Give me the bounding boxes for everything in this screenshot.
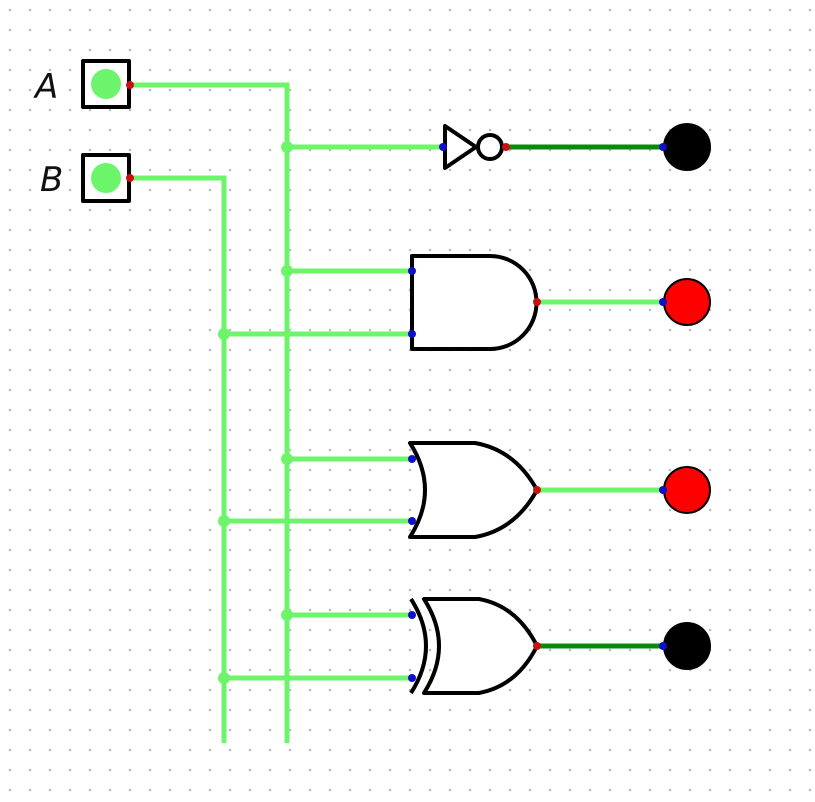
and-gate-body-icon	[410, 254, 539, 351]
output-led-not-pin	[659, 143, 667, 151]
xor-gate-input-pin-a	[408, 611, 416, 619]
input-a-state-icon[interactable]	[91, 69, 121, 99]
or-gate-input-pin-a	[408, 455, 416, 463]
junction	[218, 672, 230, 684]
input-b-state-icon[interactable]	[91, 163, 121, 193]
xor-gate-body-icon	[422, 597, 539, 695]
wire-a-bus	[130, 82, 290, 743]
not-gate-bubble-icon	[476, 133, 504, 161]
input-b-label: B	[40, 160, 63, 200]
xor-gate-input-pin-b	[408, 674, 416, 682]
not-gate-output-pin	[502, 143, 510, 151]
not-gate-input-pin	[439, 143, 447, 151]
or-gate-body-icon	[408, 441, 539, 539]
junction	[281, 609, 293, 621]
and-gate-input-pin-a	[408, 267, 416, 275]
or-gate-output-pin	[533, 486, 541, 494]
input-a-output-pin	[126, 81, 134, 89]
wire-junctions	[218, 141, 293, 684]
output-led-or	[663, 466, 711, 514]
junction	[218, 515, 230, 527]
input-a[interactable]: A	[33, 59, 134, 109]
wires	[130, 82, 663, 743]
junction	[281, 453, 293, 465]
output-led-or-pin	[659, 486, 667, 494]
output-led-and	[663, 278, 711, 326]
junction	[281, 265, 293, 277]
and-gate[interactable]	[408, 254, 541, 351]
xor-gate-extra-arc-icon	[409, 597, 428, 695]
output-led-not	[663, 123, 711, 171]
input-b-output-pin	[126, 174, 134, 182]
or-gate[interactable]	[408, 441, 541, 539]
not-gate[interactable]	[439, 124, 510, 170]
wire-b-bus	[130, 175, 227, 743]
and-gate-output-pin	[533, 298, 541, 306]
and-gate-input-pin-b	[408, 330, 416, 338]
input-a-label: A	[33, 67, 58, 107]
input-b[interactable]: B	[40, 153, 134, 203]
output-led-xor	[663, 622, 711, 670]
xor-gate-output-pin	[533, 642, 541, 650]
xor-gate[interactable]	[408, 597, 541, 695]
or-gate-input-pin-b	[408, 517, 416, 525]
junction	[281, 141, 293, 153]
junction	[218, 328, 230, 340]
output-leds	[659, 123, 711, 670]
output-led-xor-pin	[659, 642, 667, 650]
output-led-and-pin	[659, 298, 667, 306]
